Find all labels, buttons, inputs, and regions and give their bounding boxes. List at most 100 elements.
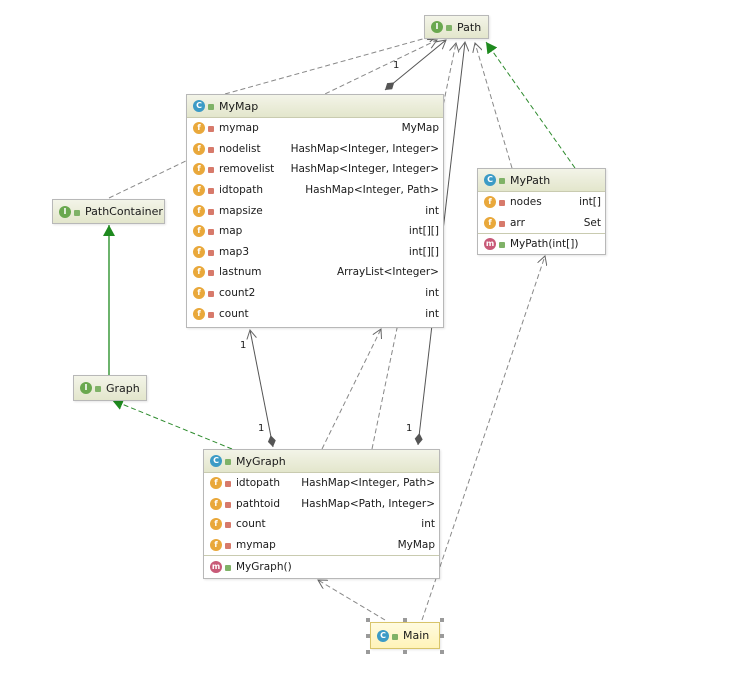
path-interface-node[interactable]: I Path <box>424 15 489 39</box>
selection-handle[interactable] <box>440 650 444 654</box>
private-icon <box>499 220 505 227</box>
field-type: int[][] <box>408 225 439 238</box>
field-icon: f <box>193 204 205 217</box>
class-name: MyGraph <box>236 454 286 468</box>
mymap-header: C MyMap <box>187 95 443 118</box>
edge-mymap-path-dependency <box>224 35 437 95</box>
field-type: ArrayList<Integer> <box>336 266 439 279</box>
private-icon <box>208 188 214 195</box>
class-icon: C <box>377 629 389 642</box>
private-icon <box>499 200 505 207</box>
field-type: int <box>425 287 439 300</box>
class-icon: C <box>210 455 222 467</box>
class-name: Path <box>457 20 482 34</box>
pathcontainer-interface-node[interactable]: I PathContainer <box>52 199 165 224</box>
field-name: count <box>236 518 266 531</box>
field-row: f lastnum ArrayList<Integer> <box>187 262 443 283</box>
interface-icon: I <box>80 382 92 394</box>
private-icon <box>208 208 214 215</box>
field-icon: f <box>210 497 222 510</box>
field-row: f arr Set <box>478 213 605 234</box>
field-name: map <box>219 225 243 238</box>
field-name: removelist <box>219 163 275 176</box>
private-icon <box>208 249 214 256</box>
field-name: arr <box>510 216 525 229</box>
field-name: count <box>219 307 249 320</box>
field-icon: f <box>193 307 205 320</box>
private-icon <box>208 126 214 133</box>
field-type: int <box>425 204 439 217</box>
field-type: HashMap<Integer, Integer> <box>290 163 439 176</box>
field-type: MyMap <box>397 539 435 552</box>
mygraph-header: C MyGraph <box>204 450 439 473</box>
method-icon: m <box>210 560 222 573</box>
field-type: int <box>425 307 439 320</box>
selection-handle[interactable] <box>440 618 444 622</box>
main-header: C Main <box>371 623 439 648</box>
field-icon: f <box>210 518 222 531</box>
public-icon <box>74 209 80 216</box>
field-name: idtopath <box>219 184 263 197</box>
private-icon <box>225 481 231 488</box>
selection-handle[interactable] <box>403 618 407 622</box>
edge-mygraph-mymap-association <box>250 330 273 448</box>
private-icon <box>208 167 214 174</box>
field-type: HashMap<Integer, Path> <box>305 184 439 197</box>
field-row: f count int <box>187 303 443 324</box>
field-type: Set <box>583 216 601 229</box>
private-icon <box>225 522 231 529</box>
public-icon <box>499 242 505 249</box>
edge-mypath-path-realization <box>485 41 576 169</box>
field-icon: f <box>484 196 496 209</box>
edge-mygraph-mymap-dependency <box>321 329 381 450</box>
field-icon: f <box>193 184 205 197</box>
field-icon: f <box>484 216 496 229</box>
edge-mygraph-graph-realization <box>111 398 233 450</box>
field-type: int[] <box>579 196 601 209</box>
selection-handle[interactable] <box>440 634 444 638</box>
field-name: lastnum <box>219 266 262 279</box>
field-type: int[][] <box>408 245 439 258</box>
field-type: HashMap<Integer, Integer> <box>290 142 439 155</box>
class-name: Main <box>403 629 430 642</box>
public-icon <box>208 104 214 110</box>
field-icon: f <box>193 142 205 155</box>
selection-handle[interactable] <box>366 634 370 638</box>
field-type: HashMap<Integer, Path> <box>301 477 435 490</box>
private-icon <box>225 501 231 508</box>
field-name: nodelist <box>219 142 261 155</box>
main-class-node[interactable]: C Main <box>370 622 440 649</box>
graph-header: I Graph <box>74 376 146 400</box>
field-icon: f <box>193 163 205 176</box>
field-row: f nodelist HashMap<Integer, Integer> <box>187 139 443 160</box>
edge-main-mygraph-dependency <box>318 580 386 621</box>
class-name: PathContainer <box>85 205 163 218</box>
selection-handle[interactable] <box>366 650 370 654</box>
method-icon: m <box>484 238 496 251</box>
public-icon <box>95 386 101 392</box>
private-icon <box>208 270 214 277</box>
selection-handle[interactable] <box>403 650 407 654</box>
selection-handle[interactable] <box>366 618 370 622</box>
edge-mypath-path-dependency <box>475 43 513 169</box>
public-icon <box>225 564 231 571</box>
multiplicity-label: 1 <box>240 340 247 351</box>
private-icon <box>225 543 231 550</box>
graph-interface-node[interactable]: I Graph <box>73 375 147 401</box>
field-icon: f <box>193 266 205 279</box>
field-icon: f <box>193 122 205 135</box>
